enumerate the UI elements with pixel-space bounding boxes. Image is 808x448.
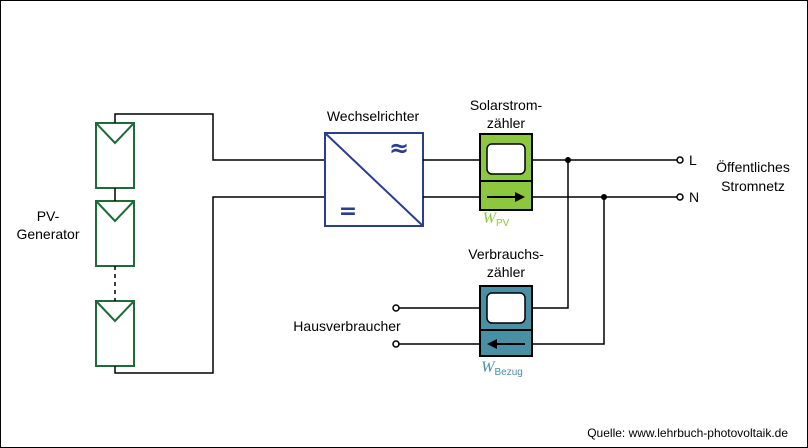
consumption-meter-label-2: zähler — [487, 264, 525, 280]
main-wiring — [399, 159, 677, 345]
grid-label-2: Stromnetz — [721, 178, 785, 194]
pv-generator — [95, 122, 135, 367]
consumption-meter — [479, 285, 533, 357]
pv-module — [95, 300, 135, 367]
solar-meter-label-2: zähler — [487, 115, 525, 131]
terminals — [392, 156, 684, 348]
w-bezug-label: WBezug — [481, 359, 523, 378]
w-pv-label: WPV — [483, 210, 510, 229]
solar-meter — [479, 133, 533, 211]
line-L-label: L — [689, 152, 697, 168]
inverter-ac-symbol: ≈ — [389, 134, 409, 162]
pv-wiring — [114, 113, 325, 374]
junction-dots — [565, 157, 607, 200]
consumption-meter-label-1: Verbrauchs- — [468, 246, 544, 262]
inverter-label: Wechselrichter — [327, 108, 420, 124]
inverter: ≈ = — [324, 132, 424, 227]
line-N-label: N — [689, 189, 699, 205]
household-label: Hausverbraucher — [293, 318, 401, 334]
pv-generator-label-2: Generator — [16, 226, 79, 242]
terminal-L — [676, 156, 684, 164]
inverter-dc-symbol: = — [339, 199, 357, 224]
terminal-N — [676, 193, 684, 201]
solar-meter-label-1: Solarstrom- — [470, 97, 543, 113]
pv-module — [95, 122, 135, 189]
terminal-household-2 — [392, 340, 400, 348]
pv-generator-label-1: PV- — [37, 208, 60, 224]
grid-label-1: Öffentliches — [716, 158, 790, 175]
terminal-household-1 — [392, 304, 400, 312]
pv-module — [95, 200, 135, 267]
source-credit: Quelle: www.lehrbuch-photovoltaik.de — [587, 426, 788, 440]
